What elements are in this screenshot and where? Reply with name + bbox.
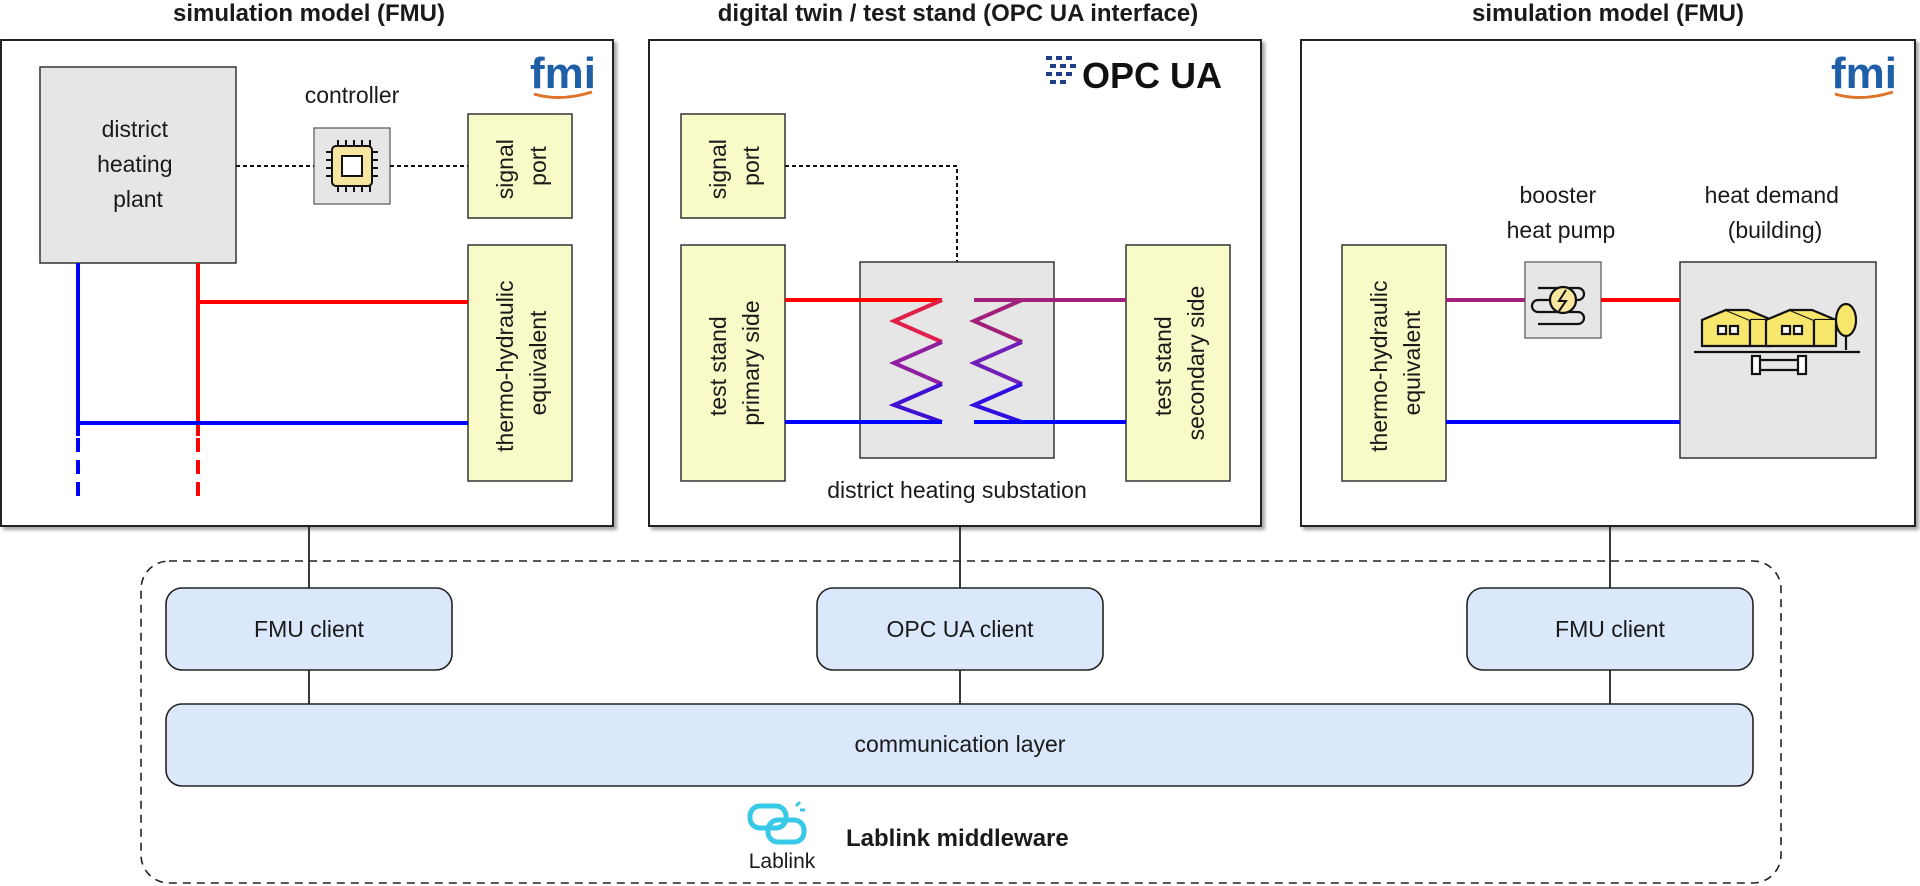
right-panel: fmi thermo-hydraulic equivalent booster …	[1300, 39, 1916, 527]
chip-icon	[326, 140, 378, 192]
heat-demand-label: heat demand (building)	[1705, 182, 1846, 243]
primary-side-box	[680, 244, 786, 482]
svg-text:fmi: fmi	[1831, 49, 1897, 98]
fmu-client-left-label: FMU client	[254, 616, 365, 642]
connector-lines	[308, 526, 1611, 704]
left-panel: fmi district heating plant controller si…	[0, 39, 614, 527]
lablink-chain-icon	[747, 800, 807, 845]
lablink-middleware: FMU client OPC UA client FMU client comm…	[140, 526, 1782, 884]
opc-ua-client-label: OPC UA client	[887, 616, 1035, 642]
fmu-client-left[interactable]	[165, 587, 453, 671]
secondary-side-box	[1125, 244, 1231, 482]
secondary-side-label: test stand secondary side	[1150, 286, 1209, 441]
fmu-client-right[interactable]	[1466, 587, 1754, 671]
left-thermo-hydraulic-box	[467, 244, 573, 482]
primary-side-label: test stand primary side	[705, 300, 764, 425]
communication-layer-label: communication layer	[855, 731, 1066, 757]
left-panel-title: simulation model (FMU)	[173, 0, 445, 27]
district-heating-plant-box	[39, 66, 237, 264]
right-thermo-hydraulic-box	[1341, 244, 1447, 482]
controller-label: controller	[305, 82, 400, 108]
lablink-logo-text: Lablink	[749, 850, 816, 873]
svg-text:OPC UA: OPC UA	[1082, 55, 1222, 96]
substation-label: district heating substation	[827, 477, 1087, 503]
right-pipes	[1446, 298, 1680, 424]
svg-text:fmi: fmi	[530, 49, 596, 98]
middle-signal-port-label: signal port	[705, 133, 764, 200]
fmu-client-right-label: FMU client	[1555, 616, 1666, 642]
middle-panel-title: digital twin / test stand (OPC UA interf…	[718, 0, 1199, 27]
opc-ua-client[interactable]	[816, 587, 1104, 671]
fmi-logo: fmi	[1831, 49, 1897, 99]
middle-panel: OPC UA signal port test stand primary si…	[648, 39, 1262, 527]
district-heating-plant-label: district heating plant	[97, 116, 179, 212]
opc-ua-logo: OPC UA	[1046, 55, 1222, 96]
middleware-boundary	[140, 560, 1782, 884]
booster-heat-pump-label: booster heat pump	[1507, 182, 1616, 243]
heat-exchanger-icon	[785, 298, 1126, 424]
left-signal-port-label: signal port	[492, 133, 551, 200]
left-pipes	[76, 263, 468, 498]
left-signal-port-box	[467, 113, 573, 219]
buildings-icon	[1694, 302, 1860, 376]
communication-layer[interactable]	[165, 703, 1754, 787]
substation-box	[859, 261, 1055, 459]
lablink-middleware-label: Lablink middleware	[846, 825, 1069, 852]
fmi-logo: fmi	[530, 49, 596, 99]
heat-pump-icon	[1530, 285, 1586, 326]
left-thermo-hydraulic-label: thermo-hydraulic equivalent	[492, 274, 551, 452]
middle-signal-line	[785, 165, 958, 262]
middle-signal-port-box	[680, 113, 786, 219]
right-thermo-hydraulic-label: thermo-hydraulic equivalent	[1366, 274, 1425, 452]
right-panel-title: simulation model (FMU)	[1472, 0, 1744, 27]
